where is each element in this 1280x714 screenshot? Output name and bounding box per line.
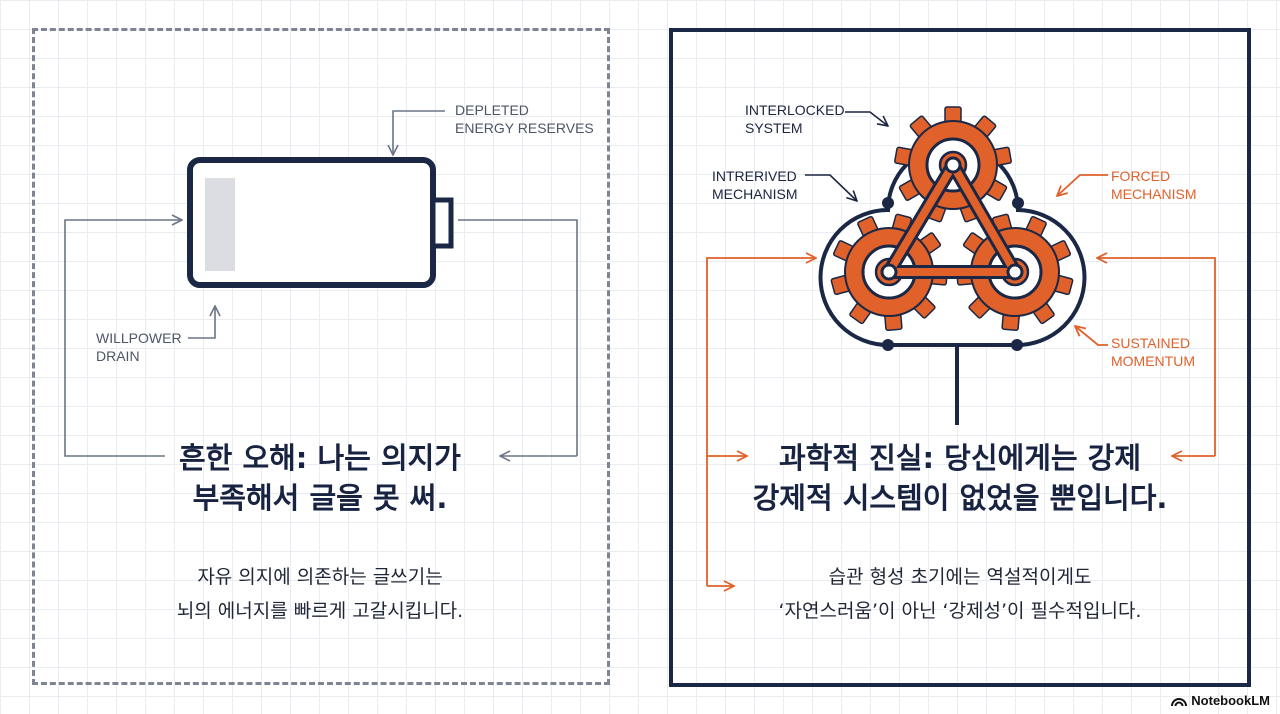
notebooklm-watermark: NotebookLM bbox=[1171, 693, 1270, 708]
brand-name: NotebookLM bbox=[1191, 693, 1270, 708]
willpower-label-line1: WILLPOWER bbox=[96, 330, 182, 346]
battery-charge-level bbox=[205, 178, 235, 271]
gear-system-icon bbox=[818, 106, 1087, 425]
truth-description-line2: ‘자연스러움’이 아닌 ‘강제성’이 필수적입니다. bbox=[778, 600, 1142, 622]
interlocked-label-line2: SYSTEM bbox=[745, 120, 803, 136]
label-leader-arrows bbox=[805, 111, 888, 201]
gear-bottom-left bbox=[830, 213, 949, 332]
drain-loop-arrows bbox=[64, 110, 578, 456]
truth-heading: 과학적 진실: 당신에게는 강제 강제적 시스템이 없었을 뿐입니다. bbox=[715, 438, 1205, 518]
truth-heading-line2: 강제적 시스템이 없었을 뿐입니다. bbox=[752, 481, 1168, 515]
sustained-label-line1: SUSTAINED bbox=[1111, 335, 1190, 351]
scientific-truth-panel bbox=[669, 28, 1251, 687]
intrerived-label-line2: MECHANISM bbox=[712, 186, 798, 202]
misconception-description: 자유 의지에 의존하는 글쓰기는 뇌의 에너지를 빠르게 고갈시킵니다. bbox=[120, 560, 520, 628]
depleted-label-line1: DEPLETED bbox=[455, 102, 529, 118]
truth-heading-line1: 과학적 진실: 당신에게는 강제 bbox=[778, 441, 1142, 475]
misconception-heading-line2: 부족해서 글을 못 써. bbox=[192, 481, 448, 515]
notebooklm-logo-icon bbox=[1171, 697, 1188, 706]
misconception-heading: 흔한 오해: 나는 의지가 부족해서 글을 못 써. bbox=[120, 438, 520, 518]
connector-dots bbox=[882, 197, 1024, 351]
misconception-description-line1: 자유 의지에 의존하는 글쓰기는 bbox=[197, 566, 443, 588]
forced-label-line2: MECHANISM bbox=[1111, 186, 1197, 202]
momentum-loop-arrows bbox=[706, 174, 1216, 586]
truth-description: 습관 형성 초기에는 역설적이게도 ‘자연스러움’이 아닌 ‘강제성’이 필수적… bbox=[690, 560, 1230, 628]
misconception-heading-line1: 흔한 오해: 나는 의지가 bbox=[178, 441, 461, 475]
misconception-description-line2: 뇌의 에너지를 빠르게 고갈시킵니다. bbox=[176, 600, 464, 622]
sustained-label-line2: MOMENTUM bbox=[1111, 353, 1195, 369]
intrerived-label-line1: INTRERIVED bbox=[712, 168, 797, 184]
willpower-label-line2: DRAIN bbox=[96, 348, 140, 364]
misconception-panel bbox=[32, 28, 610, 685]
interlocked-label-line1: INTERLOCKED bbox=[745, 102, 845, 118]
linkage-triangle bbox=[880, 156, 1024, 281]
forced-label-line1: FORCED bbox=[1111, 168, 1170, 184]
battery-icon bbox=[187, 157, 454, 288]
depleted-label-line2: ENERGY RESERVES bbox=[455, 120, 594, 136]
truth-description-line1: 습관 형성 초기에는 역설적이게도 bbox=[828, 566, 1092, 588]
